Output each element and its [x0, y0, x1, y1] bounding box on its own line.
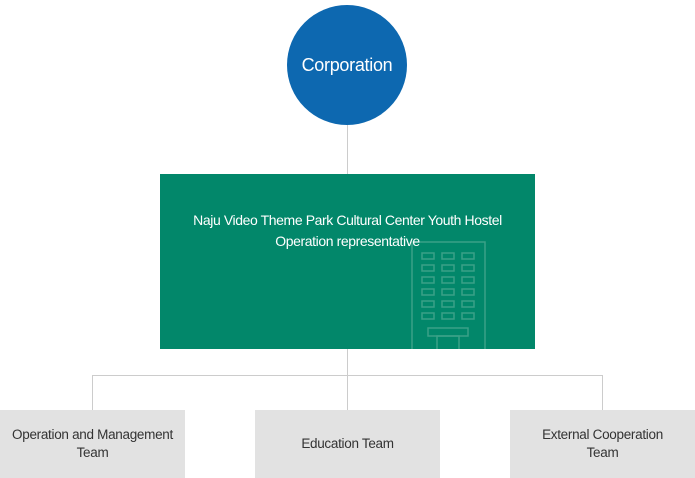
- representative-label: Naju Video Theme Park Cultural Center Yo…: [160, 210, 535, 252]
- team-label: External Cooperation Team: [536, 426, 669, 462]
- building-icon: [411, 241, 486, 349]
- team-node-operation-management: Operation and Management Team: [0, 410, 185, 478]
- team-label: Education Team: [295, 435, 399, 453]
- team-label: Operation and Management Team: [6, 426, 179, 462]
- building-outline: [411, 241, 486, 349]
- team-label-line2: Team: [586, 445, 619, 460]
- team-node-education: Education Team: [255, 410, 440, 478]
- team-label-line1: Education Team: [301, 436, 394, 451]
- team-label-line1: Operation and Management: [12, 427, 173, 442]
- corporation-node: Corporation: [287, 5, 407, 125]
- building-canopy: [427, 327, 469, 337]
- representative-label-line1: Naju Video Theme Park Cultural Center Yo…: [193, 212, 502, 228]
- building-windows: [421, 252, 475, 320]
- building-door: [436, 335, 460, 349]
- team-label-line2: Team: [76, 445, 109, 460]
- team-label-line1: External Cooperation: [542, 427, 663, 442]
- team-node-external-cooperation: External Cooperation Team: [510, 410, 695, 478]
- corporation-label: Corporation: [301, 54, 393, 75]
- representative-node: [160, 174, 535, 349]
- representative-label-line2: Operation representative: [275, 233, 420, 249]
